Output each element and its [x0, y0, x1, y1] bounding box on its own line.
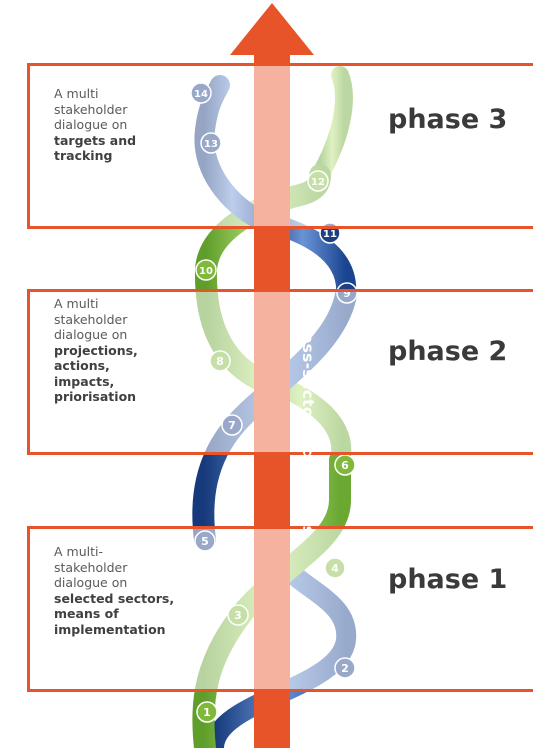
desc-line: stakeholder	[54, 101, 128, 117]
phase-1-label: phase 1	[388, 564, 508, 595]
phase-1-description: A multi- stakeholder dialogue on selecte…	[54, 544, 174, 637]
desc-focus-line: impacts,	[54, 373, 115, 389]
marker-circle	[196, 701, 218, 723]
desc-focus-line: targets and	[54, 132, 137, 148]
desc-line: stakeholder	[54, 559, 128, 575]
desc-focus-line: selected sectors,	[54, 590, 175, 606]
marker-number: 10	[199, 266, 213, 277]
phase-3-label: phase 3	[388, 104, 508, 135]
step-marker-1: 1	[196, 701, 218, 723]
desc-line: A multi-	[54, 544, 103, 559]
desc-focus-line: implementation	[54, 621, 166, 637]
marker-number: 1	[203, 706, 211, 719]
marker-circle	[195, 259, 217, 281]
desc-line: dialogue on	[54, 327, 128, 342]
arrow-head	[230, 3, 314, 55]
desc-line: A multi	[54, 296, 99, 311]
desc-focus-line: projections,	[54, 342, 138, 358]
phase-2-label: phase 2	[388, 336, 508, 367]
phase-2-description: A multi stakeholder dialogue on projecti…	[54, 296, 138, 405]
marker-number: 11	[323, 229, 337, 240]
step-marker-10: 10	[195, 259, 217, 281]
desc-line: A multi	[54, 86, 99, 101]
marker-number: 6	[341, 459, 349, 472]
arrow-label: Cross-sectoral dialogues	[299, 313, 317, 536]
phase-3-box	[27, 63, 533, 229]
phase-3-description: A multi stakeholder dialogue on targets …	[54, 86, 136, 164]
desc-focus-line: tracking	[54, 148, 113, 163]
desc-line: dialogue on	[54, 117, 128, 132]
phase-2-box	[27, 289, 533, 455]
desc-focus-line: actions,	[54, 358, 110, 373]
phase-1-box	[27, 526, 533, 692]
desc-focus-line: means of	[54, 606, 119, 621]
desc-line: stakeholder	[54, 311, 128, 327]
step-marker-6: 6	[334, 454, 356, 476]
desc-focus-line: priorisation	[54, 389, 137, 404]
desc-line: dialogue on	[54, 575, 128, 590]
marker-circle	[334, 454, 356, 476]
